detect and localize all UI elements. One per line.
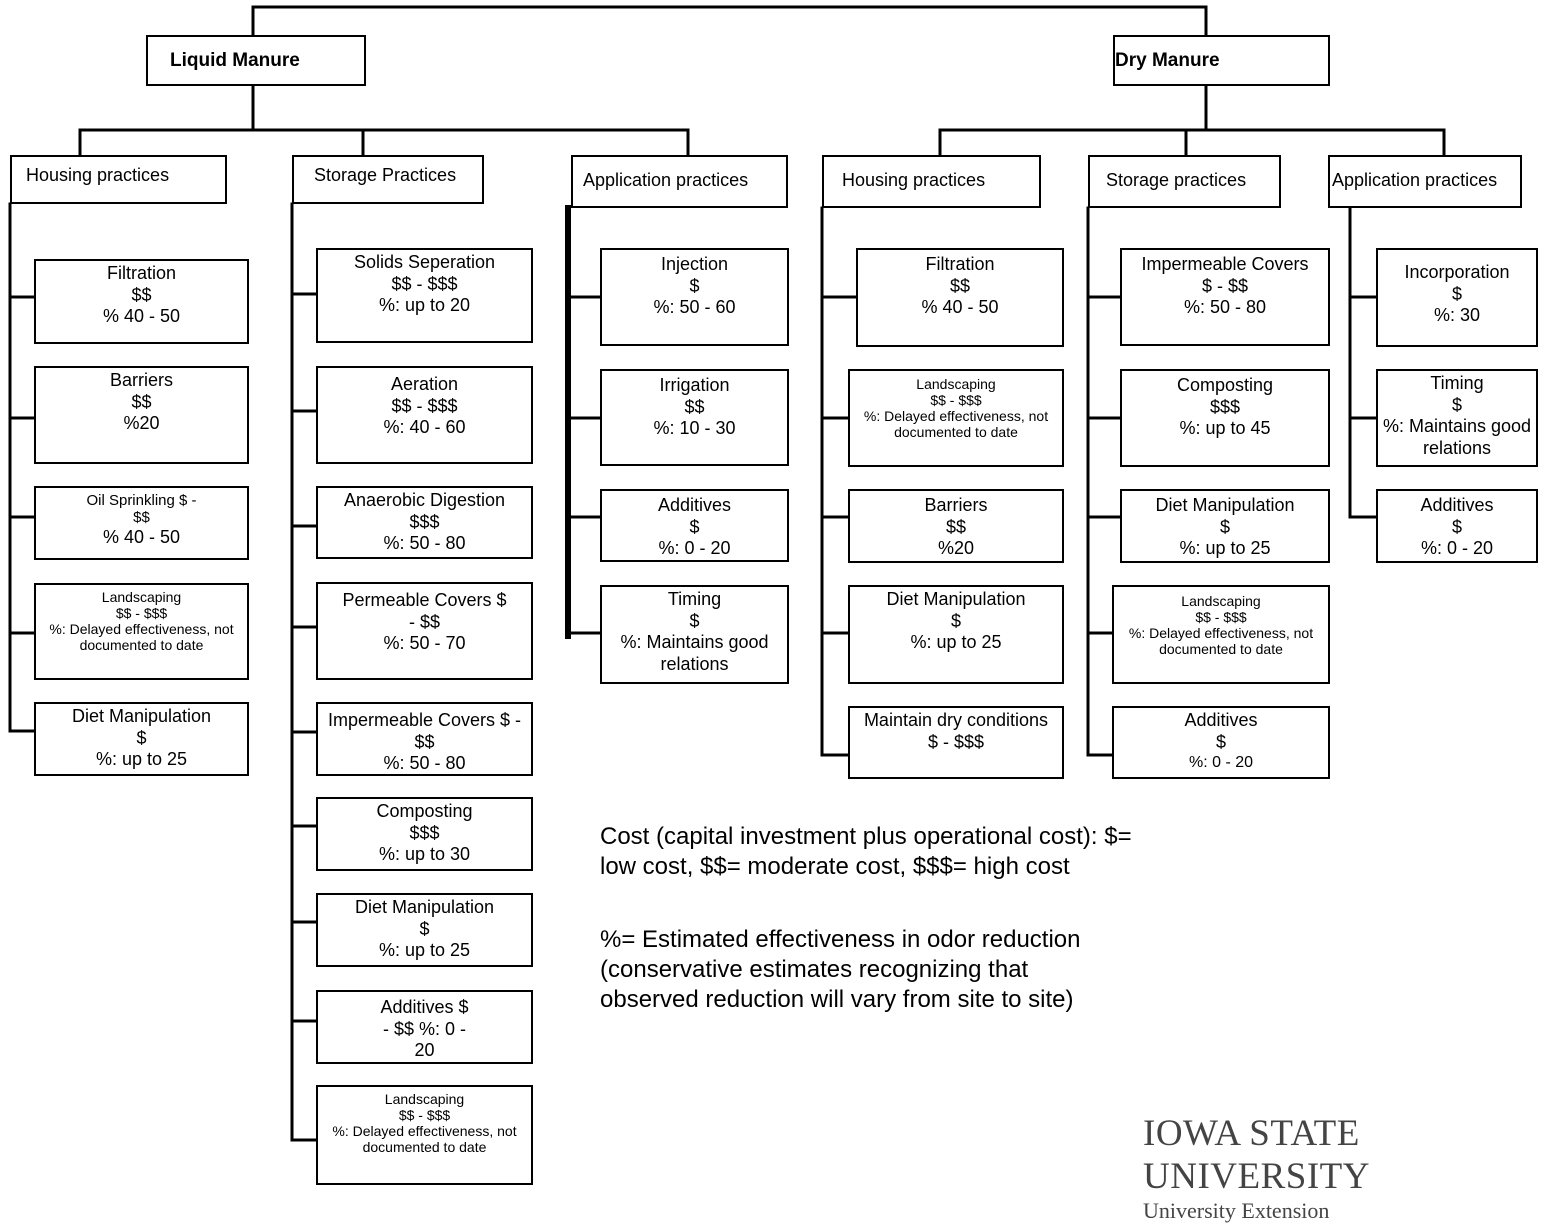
method-diet-manipulation: Diet Manipulation$%: up to 25 xyxy=(316,893,533,967)
method-diet-manipulation: Diet Manipulation$%: up to 25 xyxy=(1120,489,1330,563)
method-additives: Additives$%: 0 - 20 xyxy=(600,489,789,562)
method-additives: Additives$%: 0 - 20 xyxy=(1376,489,1538,563)
legend-effectiveness: %= Estimated effectiveness in odor reduc… xyxy=(600,926,1081,1013)
connector-lines xyxy=(8,5,1446,1142)
method-impermeable-covers: Impermeable Covers$ - $$%: 50 - 80 xyxy=(1120,248,1330,346)
method-timing: Timing$%: Maintains good relations xyxy=(1376,369,1538,467)
method-additives: Additives $- $$ %: 0 -20 xyxy=(316,990,533,1064)
method-filtration: Filtration$$% 40 - 50 xyxy=(34,259,249,344)
method-impermeable-covers: Impermeable Covers $ -$$%: 50 - 80 xyxy=(316,702,533,776)
method-diet-manipulation: Diet Manipulation$%: up to 25 xyxy=(848,585,1064,684)
method-timing: Timing$%: Maintains good relations xyxy=(600,585,789,684)
category-liquid-manure: Liquid Manure xyxy=(146,35,366,86)
method-anaerobic-digestion: Anaerobic Digestion$$$%: 50 - 80 xyxy=(316,486,533,559)
method-solids-separation: Solids Seperation$$ - $$$%: up to 20 xyxy=(316,248,533,343)
method-diet-manipulation: Diet Manipulation$%: up to 25 xyxy=(34,702,249,776)
legend-cost: Cost (capital investment plus operationa… xyxy=(600,823,1132,880)
method-landscaping: Landscaping$$ - $$$%: Delayed effectiven… xyxy=(34,583,249,680)
method-barriers: Barriers$$%20 xyxy=(34,366,249,464)
logo-title: IOWA STATE UNIVERSITY xyxy=(1143,1113,1370,1197)
method-maintain-dry-conditions: Maintain dry conditions$ - $$$ xyxy=(848,706,1064,779)
method-irrigation: Irrigation$$%: 10 - 30 xyxy=(600,369,789,466)
category-dry-manure: Dry Manure xyxy=(1113,35,1330,86)
method-composting: Composting$$$%: up to 30 xyxy=(316,797,533,871)
practice-dry-application: Application practices xyxy=(1328,155,1522,208)
practice-liquid-application: Application practices xyxy=(571,155,788,208)
method-aeration: Aeration$$ - $$$%: 40 - 60 xyxy=(316,366,533,464)
method-landscaping: Landscaping$$ - $$$%: Delayed effectiven… xyxy=(848,369,1064,467)
method-oil-sprinkling: Oil Sprinkling $ -$$% 40 - 50 xyxy=(34,486,249,560)
method-incorporation: Incorporation$%: 30 xyxy=(1376,248,1538,347)
method-filtration: Filtration$$% 40 - 50 xyxy=(856,248,1064,347)
practice-liquid-storage: Storage Practices xyxy=(292,155,484,204)
practice-dry-storage: Storage practices xyxy=(1088,155,1281,208)
practice-dry-housing: Housing practices xyxy=(822,155,1041,208)
method-landscaping: Landscaping$$ - $$$%: Delayed effectiven… xyxy=(1112,585,1330,684)
method-additives: Additives$%: 0 - 20 xyxy=(1112,706,1330,779)
method-barriers: Barriers$$%20 xyxy=(848,489,1064,563)
method-injection: Injection$%: 50 - 60 xyxy=(600,248,789,346)
method-landscaping: Landscaping$$ - $$$%: Delayed effectiven… xyxy=(316,1085,533,1185)
practice-liquid-housing: Housing practices xyxy=(10,155,227,204)
method-permeable-covers: Permeable Covers $- $$%: 50 - 70 xyxy=(316,582,533,680)
logo-subtitle: University Extension xyxy=(1143,1198,1330,1223)
method-composting: Composting$$$%: up to 45 xyxy=(1120,369,1330,467)
iowa-state-logo: IOWA STATE UNIVERSITY University Extensi… xyxy=(1143,1112,1543,1224)
